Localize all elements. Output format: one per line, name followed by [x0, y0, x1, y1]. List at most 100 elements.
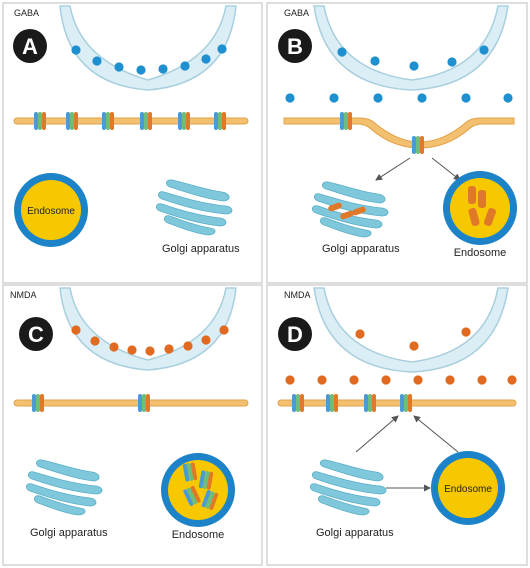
nmda-receptor	[292, 394, 304, 412]
nmda-receptor	[138, 394, 150, 412]
gaba-vesicle	[114, 62, 124, 72]
panel-c-badge: C	[19, 317, 53, 351]
panel-d-postsynaptic-membrane	[277, 399, 517, 407]
panel-c-transmitter-label: NMDA	[10, 290, 37, 300]
panel-b-endosome-label: Endosome	[454, 247, 507, 259]
panel-a-transmitter-label: GABA	[14, 8, 39, 18]
gaba-receptor	[178, 112, 190, 130]
nmda-vesicle	[355, 329, 365, 339]
nmda-vesicle	[349, 375, 359, 385]
panel-c-badge-letter: C	[28, 322, 44, 347]
gaba-vesicle	[417, 93, 427, 103]
panel-a-golgi	[156, 179, 233, 236]
nmda-vesicle	[201, 335, 211, 345]
panel-d-vesicles	[285, 327, 517, 385]
panel-d-badge-letter: D	[287, 322, 303, 347]
gaba-vesicle	[447, 57, 457, 67]
panel-a-endosome: Endosome	[14, 173, 88, 247]
panel-a: GABA A	[2, 2, 263, 284]
gaba-vesicle	[373, 93, 383, 103]
panel-a-badge-letter: A	[22, 34, 38, 59]
panel-b-badge: B	[278, 29, 312, 63]
gaba-receptor	[340, 112, 352, 130]
arrow-to-endosome	[431, 157, 461, 181]
nmda-vesicle	[445, 375, 455, 385]
panel-a-golgi-label: Golgi apparatus	[162, 243, 240, 255]
gaba-vesicle	[71, 45, 81, 55]
gaba-vesicle	[92, 56, 102, 66]
arrow-to-golgi	[375, 157, 411, 181]
panel-a-endosome-label: Endosome	[27, 206, 75, 217]
panel-d-golgi-label: Golgi apparatus	[316, 527, 394, 539]
nmda-vesicle	[413, 375, 423, 385]
arrow-golgi-to-membrane	[355, 415, 399, 453]
gaba-receptor-internalizing	[412, 136, 424, 154]
nmda-vesicle	[381, 375, 391, 385]
gaba-vesicle	[180, 61, 190, 71]
panel-b-golgi	[312, 181, 389, 238]
nmda-vesicle	[507, 375, 517, 385]
gaba-vesicle	[217, 44, 227, 54]
panel-b-postsynaptic-membrane	[283, 117, 515, 149]
panel-c-endosome	[161, 453, 235, 527]
panel-c: NMDA C	[2, 284, 263, 566]
nmda-receptor	[364, 394, 376, 412]
nmda-vesicle	[90, 336, 100, 346]
nmda-vesicle	[71, 325, 81, 335]
gaba-vesicle	[329, 93, 339, 103]
nmda-vesicle	[164, 344, 174, 354]
panel-d-endosome: Endosome	[431, 451, 505, 525]
gaba-vesicle	[370, 56, 380, 66]
nmda-receptor	[400, 394, 412, 412]
panel-b-badge-letter: B	[287, 34, 303, 59]
panel-d-presynaptic-terminal	[313, 287, 509, 373]
panel-a-receptors	[34, 112, 226, 130]
nmda-vesicle	[461, 327, 471, 337]
nmda-vesicle	[285, 375, 295, 385]
panel-d-transmitter-label: NMDA	[284, 290, 311, 300]
nmda-vesicle	[219, 325, 229, 335]
gaba-vesicle	[337, 47, 347, 57]
panel-c-presynaptic-terminal	[59, 287, 237, 371]
panel-c-golgi-label: Golgi apparatus	[30, 527, 108, 539]
gaba-vesicle	[409, 61, 419, 71]
panel-b-endosome	[443, 171, 517, 245]
gaba-receptor	[214, 112, 226, 130]
panel-d-endosome-label: Endosome	[444, 484, 492, 495]
panel-c-endosome-label: Endosome	[172, 529, 225, 541]
panel-d: NMDA D	[266, 284, 528, 566]
panel-c-postsynaptic-membrane	[13, 399, 249, 407]
panel-b-golgi-label: Golgi apparatus	[322, 243, 400, 255]
nmda-vesicle	[183, 341, 193, 351]
nmda-vesicle	[145, 346, 155, 356]
panel-d-badge: D	[278, 317, 312, 351]
panel-b-presynaptic-terminal	[313, 5, 509, 91]
panel-a-postsynaptic-membrane	[13, 117, 249, 125]
nmda-vesicle	[477, 375, 487, 385]
nmda-vesicle	[127, 345, 137, 355]
gaba-vesicle	[136, 65, 146, 75]
nmda-vesicle	[409, 341, 419, 351]
panel-b-transmitter-label: GABA	[284, 8, 309, 18]
arrow-endosome-to-membrane	[413, 415, 459, 453]
gaba-vesicle	[201, 54, 211, 64]
panel-a-badge: A	[13, 29, 47, 63]
panel-c-golgi	[26, 459, 103, 516]
panel-b-vesicles	[285, 45, 513, 103]
panel-c-vesicles	[71, 325, 229, 356]
panel-b: GABA B	[266, 2, 528, 284]
gaba-receptor	[102, 112, 114, 130]
gaba-receptor	[66, 112, 78, 130]
nmda-receptor	[326, 394, 338, 412]
gaba-vesicle	[503, 93, 513, 103]
gaba-receptor	[34, 112, 46, 130]
nmda-vesicle	[109, 342, 119, 352]
nmda-vesicle	[317, 375, 327, 385]
gaba-vesicle	[158, 64, 168, 74]
gaba-vesicle	[285, 93, 295, 103]
gaba-receptor	[140, 112, 152, 130]
panel-d-golgi	[310, 459, 387, 516]
nmda-receptor	[32, 394, 44, 412]
gaba-vesicle	[479, 45, 489, 55]
